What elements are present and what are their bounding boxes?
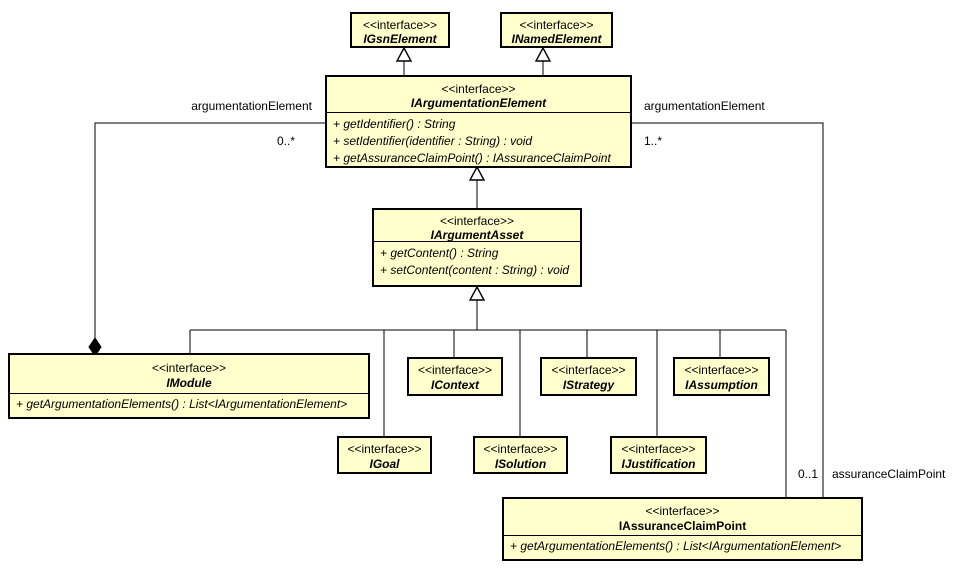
interface-iargumentationelement[interactable]: <<interface>> IArgumentationElement + ge… <box>325 75 632 168</box>
role-label-argumentationelement-left: argumentationElement <box>191 99 312 113</box>
interface-iassuranceclaimpoint[interactable]: <<interface>> IAssuranceClaimPoint + get… <box>502 497 863 561</box>
interface-iargumentasset[interactable]: <<interface>> IArgumentAsset + getConten… <box>372 208 582 287</box>
stereotype-label: <<interface>> <box>362 18 438 32</box>
class-name: IStrategy <box>562 378 615 392</box>
class-name: IAssumption <box>685 378 758 392</box>
interface-ijustification[interactable]: <<interface>> IJustification <box>610 436 707 474</box>
assoc-module-argel <box>94 122 325 340</box>
stereotype-label: <<interface>> <box>621 442 696 456</box>
stereotype-label: <<interface>> <box>684 363 759 377</box>
stereotype-label: <<interface>> <box>645 504 720 518</box>
interface-istrategy[interactable]: <<interface>> IStrategy <box>540 357 637 396</box>
stereotype-label: <<interface>> <box>347 442 422 456</box>
interface-inamedelement[interactable]: <<interface>> INamedElement <box>500 12 613 48</box>
method-setidentifier: + setIdentifier(identifier : String) : v… <box>333 134 533 148</box>
interface-icontext[interactable]: <<interface>> IContext <box>407 357 503 396</box>
method-getidentifier: + getIdentifier() : String <box>333 117 456 131</box>
gen-arrow-asset <box>468 285 486 301</box>
role-label-argumentationelement-right: argumentationElement <box>644 99 765 113</box>
role-label-assuranceclaimpoint: assuranceClaimPoint <box>832 467 946 481</box>
method-setcontent: + setContent(content : String) : void <box>380 263 570 277</box>
multiplicity-label-right: 1..* <box>644 134 663 148</box>
class-name: IModule <box>166 376 212 390</box>
interface-igsnelement[interactable]: <<interface>> IGsnElement <box>350 12 450 48</box>
method-getcontent: + getContent() : String <box>380 246 499 260</box>
gen-arrow-argel <box>468 165 486 181</box>
interface-isolution[interactable]: <<interface>> ISolution <box>473 436 568 474</box>
class-name: IArgumentAsset <box>430 228 524 242</box>
stereotype-label: <<interface>> <box>439 214 515 228</box>
class-name: IJustification <box>621 457 696 471</box>
assoc-argel-acp <box>632 122 824 497</box>
stereotype-label: <<interface>> <box>417 363 493 377</box>
class-name: IGsnElement <box>363 32 437 46</box>
stereotype-label: <<interface>> <box>483 442 558 456</box>
multiplicity-label-left: 0..* <box>276 134 295 148</box>
class-name: IContext <box>431 378 479 392</box>
gen-arrow-gsn <box>395 46 413 62</box>
method-getassuranceclaimpoint: + getAssuranceClaimPoint() : IAssuranceC… <box>333 151 611 165</box>
class-name: IArgumentationElement <box>410 96 547 110</box>
stereotype-label: <<interface>> <box>151 361 227 375</box>
stereotype-label: <<interface>> <box>441 82 516 96</box>
stereotype-label: <<interface>> <box>519 18 594 32</box>
class-name: IGoal <box>369 457 400 471</box>
class-name: INamedElement <box>511 32 602 46</box>
interface-imodule[interactable]: <<interface>> IModule + getArgumentation… <box>8 353 370 419</box>
method-getargumentationelements: + getArgumentationElements() : List<IArg… <box>16 397 348 411</box>
stereotype-label: <<interface>> <box>551 363 626 377</box>
method-getargumentationelements: + getArgumentationElements() : List<IArg… <box>510 539 842 553</box>
multiplicity-label-acp: 0..1 <box>797 467 818 481</box>
gen-arrow-named <box>534 46 552 62</box>
interface-iassumption[interactable]: <<interface>> IAssumption <box>673 357 770 396</box>
interface-igoal[interactable]: <<interface>> IGoal <box>337 436 432 474</box>
class-name: IAssuranceClaimPoint <box>618 519 747 533</box>
class-name: ISolution <box>494 457 547 471</box>
